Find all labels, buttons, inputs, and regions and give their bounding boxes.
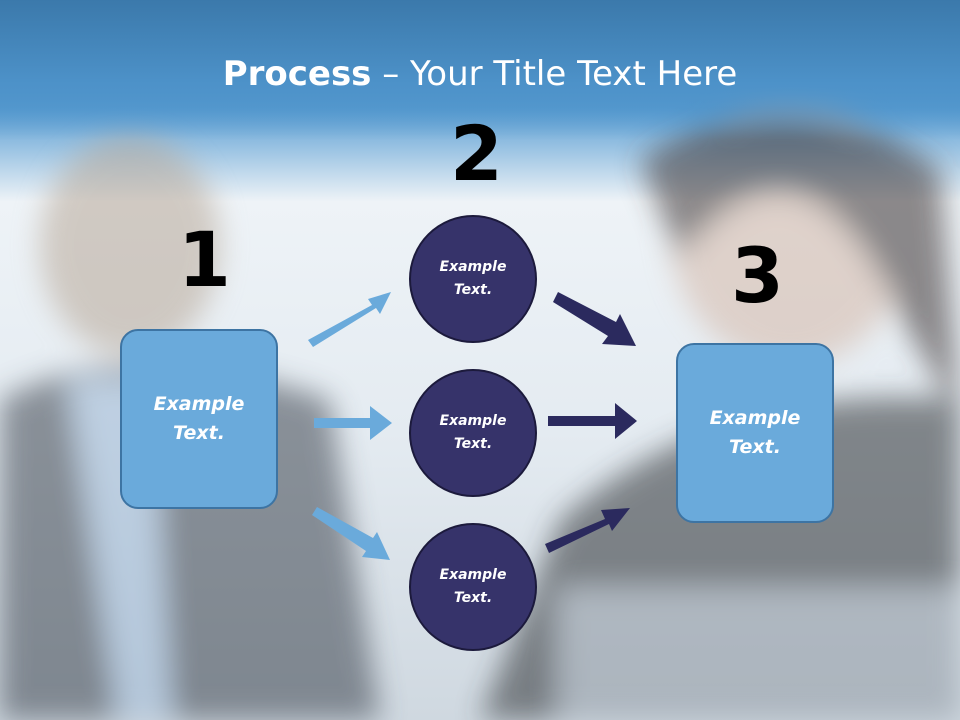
title-band <box>0 0 960 140</box>
arrow-1-to-middle <box>314 406 392 440</box>
step-2-circle-top: Example Text. <box>409 215 537 343</box>
step-2-number: 2 <box>450 109 503 198</box>
step-1-box: Example Text. <box>120 329 278 509</box>
step-2-circle-middle: Example Text. <box>409 369 537 497</box>
step-2-circle-middle-text: Example Text. <box>439 413 507 452</box>
step-3-text: Example Text. <box>709 407 801 458</box>
step-2-circle-bottom-text: Example Text. <box>439 567 507 606</box>
step-2-circle-bottom: Example Text. <box>409 523 537 651</box>
step-1-number: 1 <box>178 215 231 304</box>
arrow-middle-to-3 <box>548 403 637 439</box>
title-bold: Process <box>222 54 372 94</box>
arrow-top-to-3 <box>553 292 636 346</box>
arrow-1-to-top <box>308 292 391 347</box>
arrow-bottom-to-3 <box>545 508 630 553</box>
step-1-text: Example Text. <box>153 393 245 444</box>
step-3-box: Example Text. <box>676 343 834 523</box>
step-3-number: 3 <box>731 231 784 320</box>
title-rest: – Your Title Text Here <box>371 54 738 94</box>
step-2-circle-top-text: Example Text. <box>439 259 507 298</box>
slide-title: Process – Your Title Text Here <box>0 52 960 96</box>
arrow-1-to-bottom <box>312 507 390 560</box>
